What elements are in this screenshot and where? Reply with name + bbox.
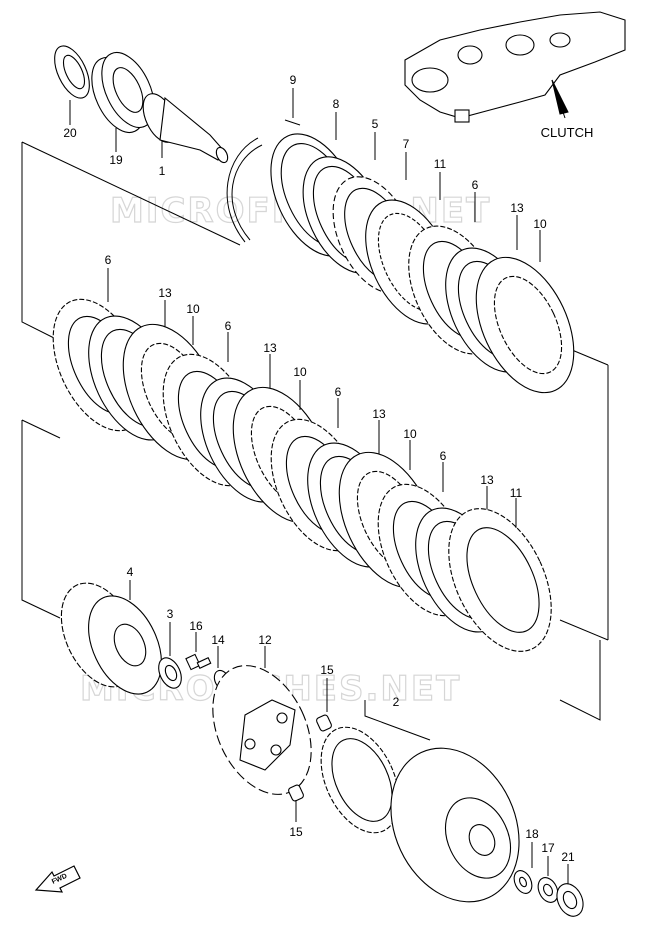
part-16-bolt bbox=[185, 653, 212, 671]
part-2-primary-driven-gear bbox=[320, 726, 520, 903]
clutch-assembly-label: CLUTCH bbox=[541, 125, 594, 140]
callout-4: 4 bbox=[127, 565, 134, 579]
part-20-oil-seal bbox=[54, 45, 90, 99]
part-10-drive-plate-top bbox=[475, 256, 575, 394]
callout-13-top: 13 bbox=[510, 201, 524, 215]
part-11-plate-mid bbox=[448, 508, 552, 652]
callout-13-mid-2: 13 bbox=[263, 341, 277, 355]
part-9-wire-ring bbox=[226, 137, 263, 243]
callout-12: 12 bbox=[258, 633, 272, 647]
callout-21: 21 bbox=[561, 850, 575, 864]
callout-6-mid-1: 6 bbox=[105, 253, 112, 267]
callout-10-mid-3: 10 bbox=[403, 427, 417, 441]
fwd-arrow-icon: FWD bbox=[34, 865, 81, 893]
callout-7: 7 bbox=[403, 137, 410, 151]
callout-19: 19 bbox=[109, 153, 123, 167]
callout-6-top: 6 bbox=[472, 178, 479, 192]
callout-13-mid-4: 13 bbox=[480, 473, 494, 487]
callout-3: 3 bbox=[167, 607, 174, 621]
callout-18: 18 bbox=[525, 827, 539, 841]
part-15-pin-lower bbox=[288, 784, 304, 802]
callout-9: 9 bbox=[290, 73, 297, 87]
callout-6-mid-2: 6 bbox=[225, 319, 232, 333]
callout-15-lower: 15 bbox=[289, 825, 303, 839]
part-4-clutch-hub bbox=[60, 582, 162, 695]
callout-1: 1 bbox=[159, 164, 166, 178]
callout-11-mid: 11 bbox=[510, 486, 523, 500]
callout-8: 8 bbox=[333, 97, 340, 111]
callout-5: 5 bbox=[372, 117, 379, 131]
part-19-bearing bbox=[91, 52, 155, 133]
callout-20: 20 bbox=[63, 126, 77, 140]
callout-10-top: 10 bbox=[533, 217, 547, 231]
callout-17: 17 bbox=[541, 841, 555, 855]
clutch-housing-assembly bbox=[404, 11, 626, 123]
callout-6-mid-3: 6 bbox=[335, 385, 342, 399]
callout-14: 14 bbox=[211, 633, 225, 647]
part-12-pressure-plate bbox=[212, 665, 312, 795]
callout-10-mid-2: 10 bbox=[293, 365, 307, 379]
callout-15-upper: 15 bbox=[320, 663, 334, 677]
callout-10-mid-1: 10 bbox=[186, 302, 200, 316]
group-frame-lines bbox=[21, 141, 609, 721]
callout-2: 2 bbox=[393, 695, 400, 709]
callout-11-top: 11 bbox=[434, 157, 447, 171]
callout-16: 16 bbox=[189, 619, 203, 633]
callout-13-mid-3: 13 bbox=[372, 407, 386, 421]
part-15-pin-upper bbox=[316, 714, 332, 732]
part-1-primary-shaft bbox=[142, 93, 229, 164]
callout-13-mid-1: 13 bbox=[158, 286, 172, 300]
callout-6-mid-4: 6 bbox=[440, 449, 447, 463]
